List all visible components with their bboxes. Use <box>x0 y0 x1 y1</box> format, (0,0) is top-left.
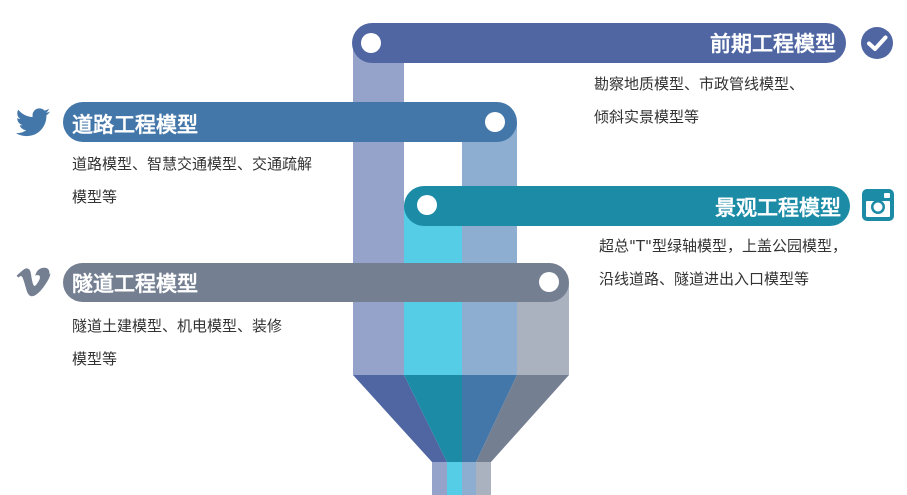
pill-suidao-dot <box>539 272 559 292</box>
funnel-spout-3 <box>462 462 476 495</box>
funnel-spout-1 <box>432 462 447 495</box>
title-daolu: 道路工程模型 <box>72 113 198 137</box>
pill-daolu <box>63 102 517 142</box>
desc-suidao-line-1: 隧道土建模型、机电模型、装修 <box>72 317 283 335</box>
pill-qianqi <box>352 23 846 63</box>
funnel-taper-1 <box>353 375 447 462</box>
desc-jingguan-line-2: 沿线道路、隧道进出入口模型等 <box>599 270 810 288</box>
title-qianqi: 前期工程模型 <box>710 32 836 56</box>
column-3-body <box>462 122 517 375</box>
desc-qianqi: 勘察地质模型、市政管线模型、 倾斜实景模型等 <box>594 68 804 134</box>
check-circle-icon <box>861 27 893 59</box>
title-jingguan: 景观工程模型 <box>715 196 841 220</box>
pill-jingguan-dot <box>417 195 437 215</box>
desc-daolu: 道路模型、智慧交通模型、交通疏解 模型等 <box>72 148 312 214</box>
desc-qianqi-line-1: 勘察地质模型、市政管线模型、 <box>594 75 805 93</box>
pill-jingguan <box>404 186 850 226</box>
funnel-taper-3 <box>462 375 517 462</box>
funnel-taper-4 <box>476 375 569 462</box>
funnel-taper-2 <box>404 375 462 462</box>
desc-jingguan-line-1: 超总"T"型绿轴模型，上盖公园模型， <box>599 237 847 255</box>
pill-qianqi-dot <box>361 33 381 53</box>
vimeo-icon <box>16 267 51 297</box>
pill-suidao <box>63 263 569 302</box>
desc-suidao: 隧道土建模型、机电模型、装修 模型等 <box>72 310 282 376</box>
instagram-icon <box>862 189 894 221</box>
title-suidao: 隧道工程模型 <box>72 272 198 296</box>
funnel-spout-2 <box>447 462 462 495</box>
desc-suidao-line-2: 模型等 <box>72 350 118 368</box>
column-1-body <box>353 42 404 375</box>
desc-jingguan: 超总"T"型绿轴模型，上盖公园模型， 沿线道路、隧道进出入口模型等 <box>599 230 847 296</box>
desc-daolu-line-2: 模型等 <box>72 188 118 206</box>
desc-daolu-line-1: 道路模型、智慧交通模型、交通疏解 <box>72 155 313 173</box>
desc-qianqi-line-2: 倾斜实景模型等 <box>594 108 700 126</box>
pill-daolu-dot <box>485 112 505 132</box>
funnel-spout-4 <box>476 462 491 495</box>
twitter-bird-icon <box>15 108 50 137</box>
